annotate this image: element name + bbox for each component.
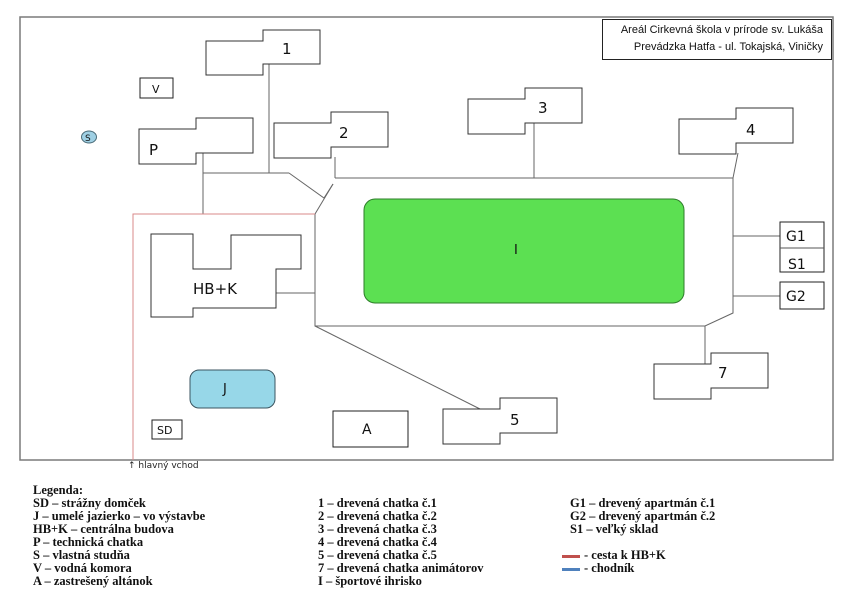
path-to-gate [314,183,334,215]
chatka-2 [273,111,389,159]
apartment-g2 [779,281,825,310]
legend-col-1: Legenda: SD – strážny domček J – umelé j… [33,484,205,588]
guardhouse [151,419,183,440]
legend-item: S1 – veľký sklad [570,522,659,536]
pond-label: J [222,382,227,397]
legend-item: I – športové ihrisko [318,574,422,588]
legend-col-2: 1 – drevená chatka č.1 2 – drevená chatk… [318,497,484,588]
sports-field [363,198,685,304]
paths [202,64,780,410]
chatka-7 [653,352,769,400]
chatka-2-label: 2 [339,124,349,142]
legend-item: 1 – drevená chatka č.1 [318,496,437,510]
water-chamber-label: V [152,83,160,96]
guardhouse-label: SD [157,424,172,437]
well [81,130,97,144]
legend-line-cesta-label: - cesta k HB+K [584,548,666,562]
apartment-g1-label: G1 [786,229,806,245]
apartment-g2-label: G2 [786,289,806,305]
legend-item: 4 – drevená chatka č.4 [318,535,437,549]
title-line-1: Areál Cirkevná škola v prírode sv. Lukáš… [620,24,823,36]
chatka-5 [442,397,558,445]
legend-item: HB+K – centrálna budova [33,522,174,536]
legend-line-chodnik: - chodník [562,562,715,575]
legend-item: SD – strážny domček [33,496,146,510]
legend-item: G1 – drevený apartmán č.1 [570,496,716,510]
chatka-3 [467,87,583,135]
chatka-4 [678,107,794,155]
chodnik-swatch [562,567,580,571]
pond [189,369,276,409]
chatka-5-label: 5 [510,411,520,429]
path-to-centralna [132,213,315,460]
chatka-1 [205,29,321,76]
gazebo [332,410,409,448]
chatka-4-label: 4 [746,121,756,139]
legend-item: 3 – drevená chatka č.3 [318,522,437,536]
chatka-7-label: 7 [718,364,728,382]
sports-field-label: I [514,243,518,258]
technical-cabin-label: P [149,141,158,159]
title-line-2: Prevádzka Hatfa - ul. Tokajská, Viničky [633,41,823,53]
legend-item: 5 – drevená chatka č.5 [318,548,437,562]
technical-cabin [138,117,254,165]
gazebo-label: A [362,422,372,438]
central-building-label: HB+K [193,280,238,298]
legend-item: J – umelé jazierko – vo výstavbe [33,509,206,523]
legend-heading: Legenda: [33,483,83,497]
legend-item: V – vodná komora [33,561,132,575]
title-box: Areál Cirkevná škola v prírode sv. Lukáš… [602,19,832,60]
legend-item: A – zastrešený altánok [33,574,153,588]
storage-s1-label: S1 [788,257,806,273]
legend-line-cesta: - cesta k HB+K [562,549,715,562]
legend-item: G2 – drevený apartmán č.2 [570,509,716,523]
well-label: S [85,134,91,144]
chatka-1-label: 1 [282,40,292,58]
main-entrance-label: ↑ hlavný vchod [128,461,199,471]
path-chatka5 [314,325,481,410]
legend-item: 7 – drevená chatka animátorov [318,561,484,575]
legend-line-chodnik-label: - chodník [584,561,635,575]
cesta-swatch [562,554,580,558]
legend-item: 2 – drevená chatka č.2 [318,509,437,523]
water-chamber [139,77,174,99]
legend-col-3: G1 – drevený apartmán č.1 G2 – drevený a… [562,496,716,575]
chatka-3-label: 3 [538,99,548,117]
apartment-g1-storage-s1 [779,221,825,273]
legend-item: S – vlastná studňa [33,548,130,562]
legend-item: P – technická chatka [33,535,144,549]
central-building [150,233,302,318]
